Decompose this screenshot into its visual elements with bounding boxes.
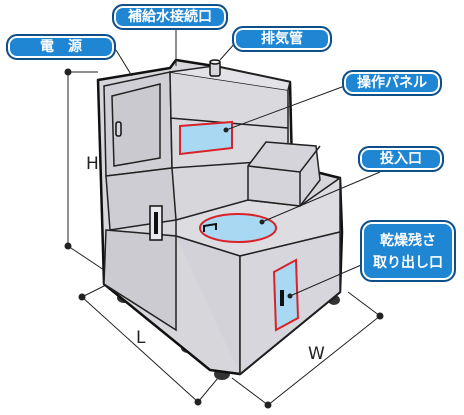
length-label: L	[136, 328, 146, 348]
residue-outlet-door	[272, 258, 300, 332]
height-label: H	[86, 154, 99, 174]
operation-panel	[179, 120, 233, 156]
inlet-label: 投入口	[358, 146, 444, 172]
dimension-lines	[64, 68, 384, 409]
residue-outlet-label: 乾燥残さ 取り出し口	[360, 220, 456, 282]
leader-lines	[115, 22, 381, 299]
residue-outlet-line1: 乾燥残さ	[380, 233, 436, 249]
power-label: 電 源	[6, 34, 116, 60]
exhaust-label: 排気管	[232, 26, 332, 52]
water-inlet-label: 補給水接続口	[112, 4, 228, 30]
width-label: W	[308, 344, 325, 364]
input-opening	[199, 213, 277, 243]
exhaust-pipe	[209, 59, 221, 77]
panel-label: 操作パネル	[342, 70, 442, 96]
residue-outlet-line2: 取り出し口	[373, 255, 443, 271]
